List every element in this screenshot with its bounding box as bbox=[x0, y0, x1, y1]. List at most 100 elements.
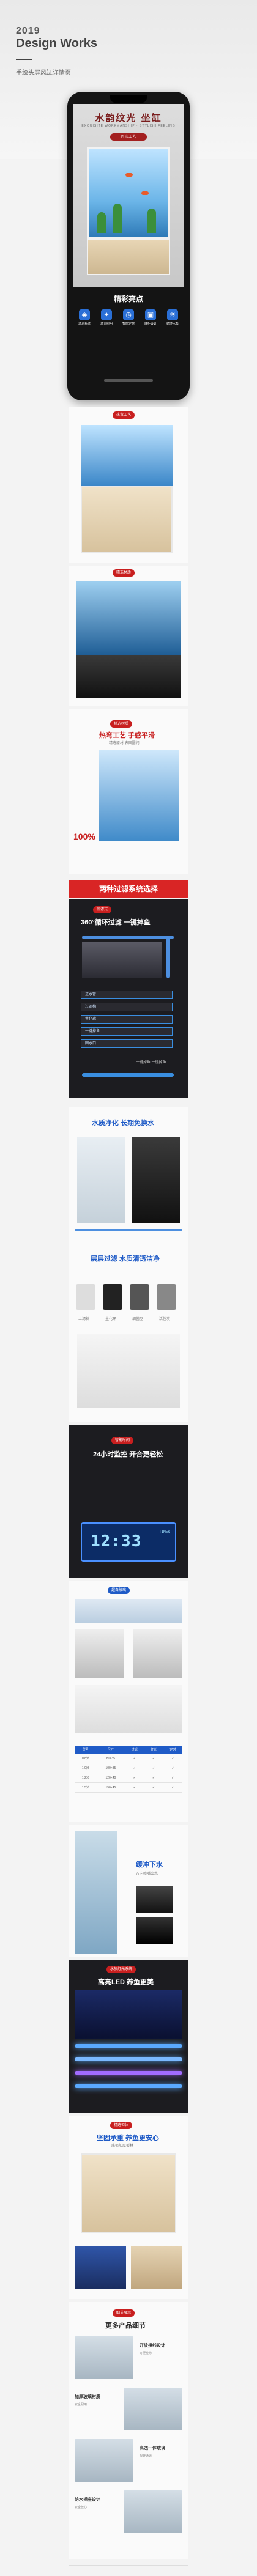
plant-decoration bbox=[147, 209, 156, 233]
section-title: 缓冲下水 bbox=[136, 1861, 163, 1869]
feature-filter[interactable]: ◈过滤系统 bbox=[74, 309, 95, 326]
section-title: 坚固承重 养鱼更安心 bbox=[97, 2135, 160, 2142]
tank-photo bbox=[81, 425, 173, 486]
detail-sub: 方便检修 bbox=[140, 2352, 152, 2355]
section-tag: 超白玻璃 bbox=[108, 1587, 130, 1594]
detail-label: 加厚玻璃材质 bbox=[75, 2395, 100, 2399]
filter-layer-diagram bbox=[77, 1334, 180, 1408]
phone-mockup: 水韵纹光 坐缸 EXQUISITE WORKMANSHIP · STYLISH … bbox=[67, 92, 190, 400]
detail-photo bbox=[75, 1629, 124, 1678]
section-cabinet: 精选柜体 坚固承重 养鱼更安心 底柜加厚板材 bbox=[69, 2116, 188, 2299]
filter-step: 进水管 bbox=[81, 991, 173, 999]
cabinet-detail-photo bbox=[75, 2246, 126, 2289]
filter-chamber-image bbox=[82, 942, 162, 978]
section-note: 一键掉鱼 一键掉鱼 bbox=[136, 1061, 166, 1065]
timer-label: TIMER bbox=[158, 1530, 170, 1534]
section-timer: 智能时间 24小时监控 开合更轻松 12:33 TIMER bbox=[69, 1425, 188, 1578]
cabinet-image bbox=[81, 2153, 176, 2233]
section-tag: 细节展示 bbox=[113, 2309, 135, 2317]
led-strip bbox=[75, 2071, 182, 2075]
product-lineup bbox=[75, 1685, 182, 1733]
section-lighting: 水族灯光系统 高亮LED 养鱼更美 bbox=[69, 1960, 188, 2113]
section-tag: 水族灯光系统 bbox=[106, 1966, 136, 1973]
outflow-pipe-photo bbox=[75, 1831, 117, 1954]
section-title: 高亮LED 养鱼更美 bbox=[98, 1979, 154, 1986]
timer-icon: ◷ bbox=[123, 309, 134, 320]
feature-timer[interactable]: ◷智能定时 bbox=[118, 309, 139, 326]
filter-step: 过滤棉 bbox=[81, 1003, 173, 1011]
section-details: 细节展示 更多产品细节 开放接线设计 方便检修 加厚玻璃材质 安全耐用 高透一体… bbox=[69, 2302, 188, 2559]
water-pipe bbox=[166, 936, 170, 978]
timer-time: 12:33 bbox=[91, 1532, 142, 1551]
filter-box-photo bbox=[132, 1137, 180, 1223]
filter-media-image bbox=[130, 1284, 149, 1310]
room-tank-photo bbox=[76, 581, 181, 655]
pump-icon: ≋ bbox=[167, 309, 178, 320]
section-title-secondary: 层层过滤 水质清透洁净 bbox=[91, 1255, 160, 1263]
detail-label: 开放接线设计 bbox=[140, 2344, 165, 2348]
filter-media-image bbox=[157, 1284, 176, 1310]
section-tag: 精选材质 bbox=[113, 569, 135, 577]
section-tag: 热弯工艺 bbox=[113, 411, 135, 419]
led-strip bbox=[75, 2084, 182, 2088]
detail-sub: 安全耐用 bbox=[75, 2403, 88, 2407]
filter-media-label: 细菌屋 bbox=[132, 1318, 144, 1321]
detail-photo bbox=[75, 2336, 133, 2379]
filter-step: 一键掉鱼 bbox=[81, 1027, 173, 1036]
section-desc: 精选原材 表面圆润 bbox=[109, 742, 140, 745]
pump-photo bbox=[136, 1886, 173, 1913]
banner-badge: 匠心工艺 bbox=[110, 133, 147, 141]
filter-media-image bbox=[103, 1284, 122, 1310]
feature-pump[interactable]: ≋循环水泵 bbox=[162, 309, 183, 326]
led-strip bbox=[75, 2057, 182, 2061]
top-filter-photo bbox=[77, 1137, 125, 1223]
detail-photo bbox=[133, 1629, 182, 1678]
detail-sub: 视野通透 bbox=[140, 2454, 152, 2458]
plant-decoration bbox=[97, 212, 106, 233]
plant-decoration bbox=[113, 204, 122, 233]
footer-divider bbox=[69, 2565, 188, 2566]
phone-home-bar bbox=[104, 379, 153, 382]
detail-sub: 安全放心 bbox=[75, 2506, 88, 2509]
black-cabinet-photo bbox=[76, 655, 181, 698]
header-subtitle: 手绘头屏风缸详情页 bbox=[16, 70, 71, 76]
section-desc: 底柜加厚板材 bbox=[111, 2144, 134, 2148]
highlight-title: 精彩亮点 bbox=[113, 295, 143, 303]
light-icon: ✦ bbox=[101, 309, 112, 320]
section-title: 更多产品细节 bbox=[105, 2322, 146, 2330]
table-header-row: 型号 尺寸 过滤 灯光 定时 bbox=[75, 1746, 182, 1754]
section-tag: 底滤式 bbox=[93, 906, 112, 913]
fish-decoration bbox=[141, 191, 149, 195]
fish-decoration bbox=[125, 173, 133, 177]
feature-light[interactable]: ✦灯光照明 bbox=[96, 309, 117, 326]
feature-cabinet[interactable]: ▣底柜设计 bbox=[140, 309, 161, 326]
section-bottom-filter: 底滤式 360°循环过滤 一键掉鱼 进水管 过滤棉 生化球 一键掉鱼 回水口 一… bbox=[69, 899, 188, 1098]
banner-title: 水韵纹光 坐缸 bbox=[95, 113, 162, 124]
nozzle-photo bbox=[136, 1917, 173, 1944]
phone-notch bbox=[110, 95, 147, 103]
glass-tank-photo bbox=[99, 750, 179, 841]
section-title: 水质净化 长期免换水 bbox=[92, 1120, 155, 1127]
section-purification: 水质净化 长期免换水 层层过滤 水质清透洁净 上滤棉 生化环 细菌屋 活性炭 bbox=[69, 1107, 188, 1422]
quality-badge: 100% bbox=[73, 832, 95, 841]
filter-media-label: 上滤棉 bbox=[78, 1318, 90, 1321]
filter-media-label: 生化环 bbox=[105, 1318, 117, 1321]
led-strip bbox=[75, 2044, 182, 2048]
cabinet-icon: ▣ bbox=[145, 309, 156, 320]
return-pipe bbox=[82, 1073, 174, 1077]
filter-step: 生化球 bbox=[81, 1015, 173, 1024]
header-year: 2019 bbox=[16, 26, 40, 36]
section-tag: 智能时间 bbox=[111, 1437, 134, 1444]
detail-label: 防水插座设计 bbox=[75, 2498, 100, 2502]
detail-photo bbox=[124, 2388, 182, 2430]
section-room-photo: 精选材质 bbox=[69, 566, 188, 706]
aquarium-tank-image bbox=[87, 147, 170, 238]
cabinet-detail-photo bbox=[131, 2246, 182, 2289]
filter-choice-banner: 两种过滤系统选择 bbox=[69, 880, 188, 898]
filter-media-image bbox=[76, 1284, 95, 1310]
